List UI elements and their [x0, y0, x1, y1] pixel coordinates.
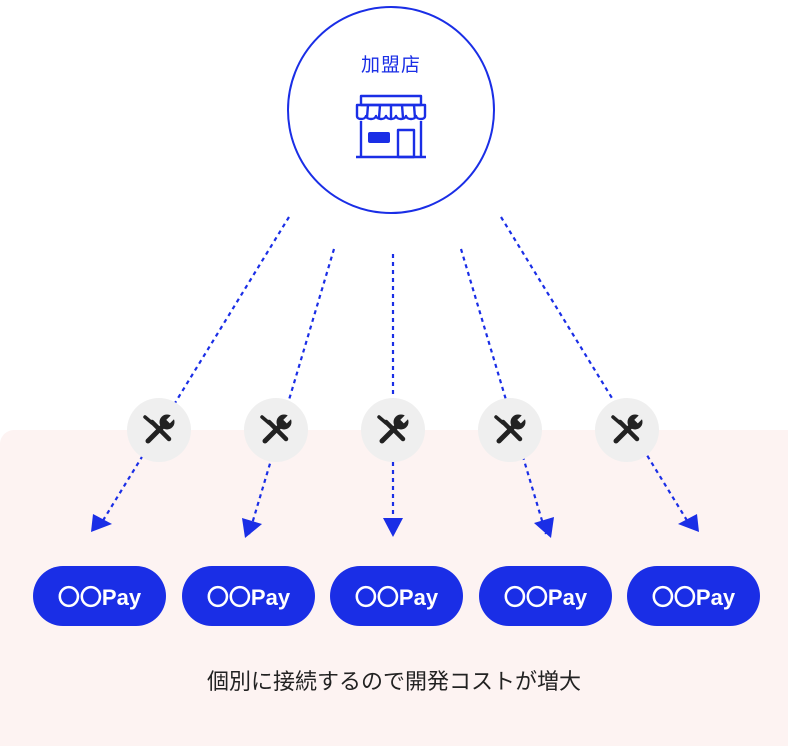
payment-service-2[interactable]: 〇〇Pay	[182, 566, 315, 626]
wrench-screwdriver-icon	[494, 414, 527, 444]
merchant-label: 加盟店	[360, 54, 421, 76]
diagram-caption: 個別に接続するので開発コストが増大	[206, 670, 581, 695]
arrowhead-1	[91, 514, 112, 532]
wrench-screwdriver-icon	[377, 414, 410, 444]
payment-service-1[interactable]: 〇〇Pay	[33, 566, 166, 626]
arrowhead-2	[242, 518, 262, 538]
payment-service-4[interactable]: 〇〇Pay	[479, 566, 612, 626]
integration-work-badge-3	[361, 398, 425, 462]
integration-work-badge-2	[244, 398, 308, 462]
arrowhead-5	[678, 514, 699, 532]
integration-work-badge-5	[595, 398, 659, 462]
payment-service-3[interactable]: 〇〇Pay	[330, 566, 463, 626]
arrowhead-3	[383, 518, 403, 537]
connector-arrow-4	[459, 248, 548, 535]
arrowhead-4	[534, 517, 554, 538]
integration-work-badge-4	[478, 398, 542, 462]
integration-work-badge-1	[127, 398, 191, 462]
wrench-screwdriver-icon	[611, 414, 644, 444]
merchant-node: 加盟店	[287, 6, 495, 214]
storefront-icon	[355, 94, 427, 159]
connector-arrow-2	[247, 248, 336, 535]
wrench-screwdriver-icon	[260, 414, 293, 444]
connector-arrow-1	[98, 216, 290, 528]
wrench-screwdriver-icon	[143, 414, 176, 444]
payment-service-5[interactable]: 〇〇Pay	[627, 566, 760, 626]
